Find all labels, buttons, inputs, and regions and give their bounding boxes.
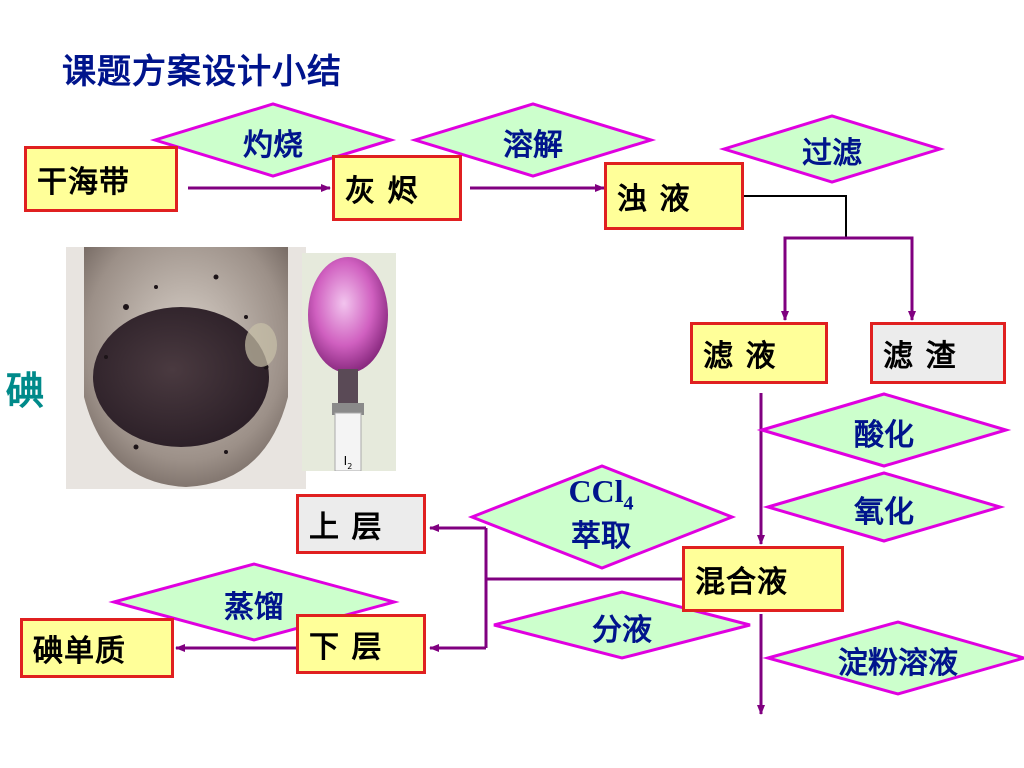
box-lower-layer: 下 层: [296, 614, 426, 674]
box-upper-layer: 上 层: [296, 494, 426, 554]
box-kelp: 干海带: [24, 146, 178, 212]
step-acidify-label: 酸化: [854, 418, 914, 453]
box-filtrate: 滤 液: [690, 322, 828, 384]
step-separate-label: 分液: [592, 613, 652, 648]
iodine-crystals-photo: [66, 247, 306, 489]
step-extract-label: CCl4 萃取: [526, 474, 676, 554]
box-residue: 滤 渣: [870, 322, 1006, 384]
box-ash: 灰 烬: [332, 155, 462, 221]
step-burn-label: 灼烧: [243, 128, 303, 163]
ccl4-formula: CCl4: [568, 473, 634, 515]
step-distill-label: 蒸馏: [224, 590, 284, 625]
line-filter-split: [783, 236, 914, 320]
step-dissolve-label: 溶解: [503, 128, 563, 163]
step-oxidize-diamond: [762, 471, 1006, 543]
step-oxidize-label: 氧化: [854, 495, 914, 530]
page-title: 课题方案设计小结: [62, 52, 342, 92]
box-mixture: 混合液: [682, 546, 844, 612]
iodine-flask-photo: I2: [302, 253, 396, 471]
step-starch-diamond: [762, 620, 1024, 696]
extract-text: 萃取: [571, 519, 631, 555]
step-filter-label: 过滤: [802, 136, 862, 171]
box-iodine: 碘单质: [20, 618, 174, 678]
side-label-iodine: 碘: [6, 369, 45, 413]
step-dissolve-diamond: [409, 102, 657, 178]
flask-label: I2: [344, 454, 353, 471]
step-starch-label: 淀粉溶液: [838, 646, 958, 681]
step-extract-diamond: [467, 464, 737, 570]
step-filter-diamond: [718, 114, 946, 184]
line-turbid-to-split: [744, 195, 847, 237]
step-acidify-diamond: [756, 392, 1012, 468]
box-turbid: 浊 液: [604, 162, 744, 230]
